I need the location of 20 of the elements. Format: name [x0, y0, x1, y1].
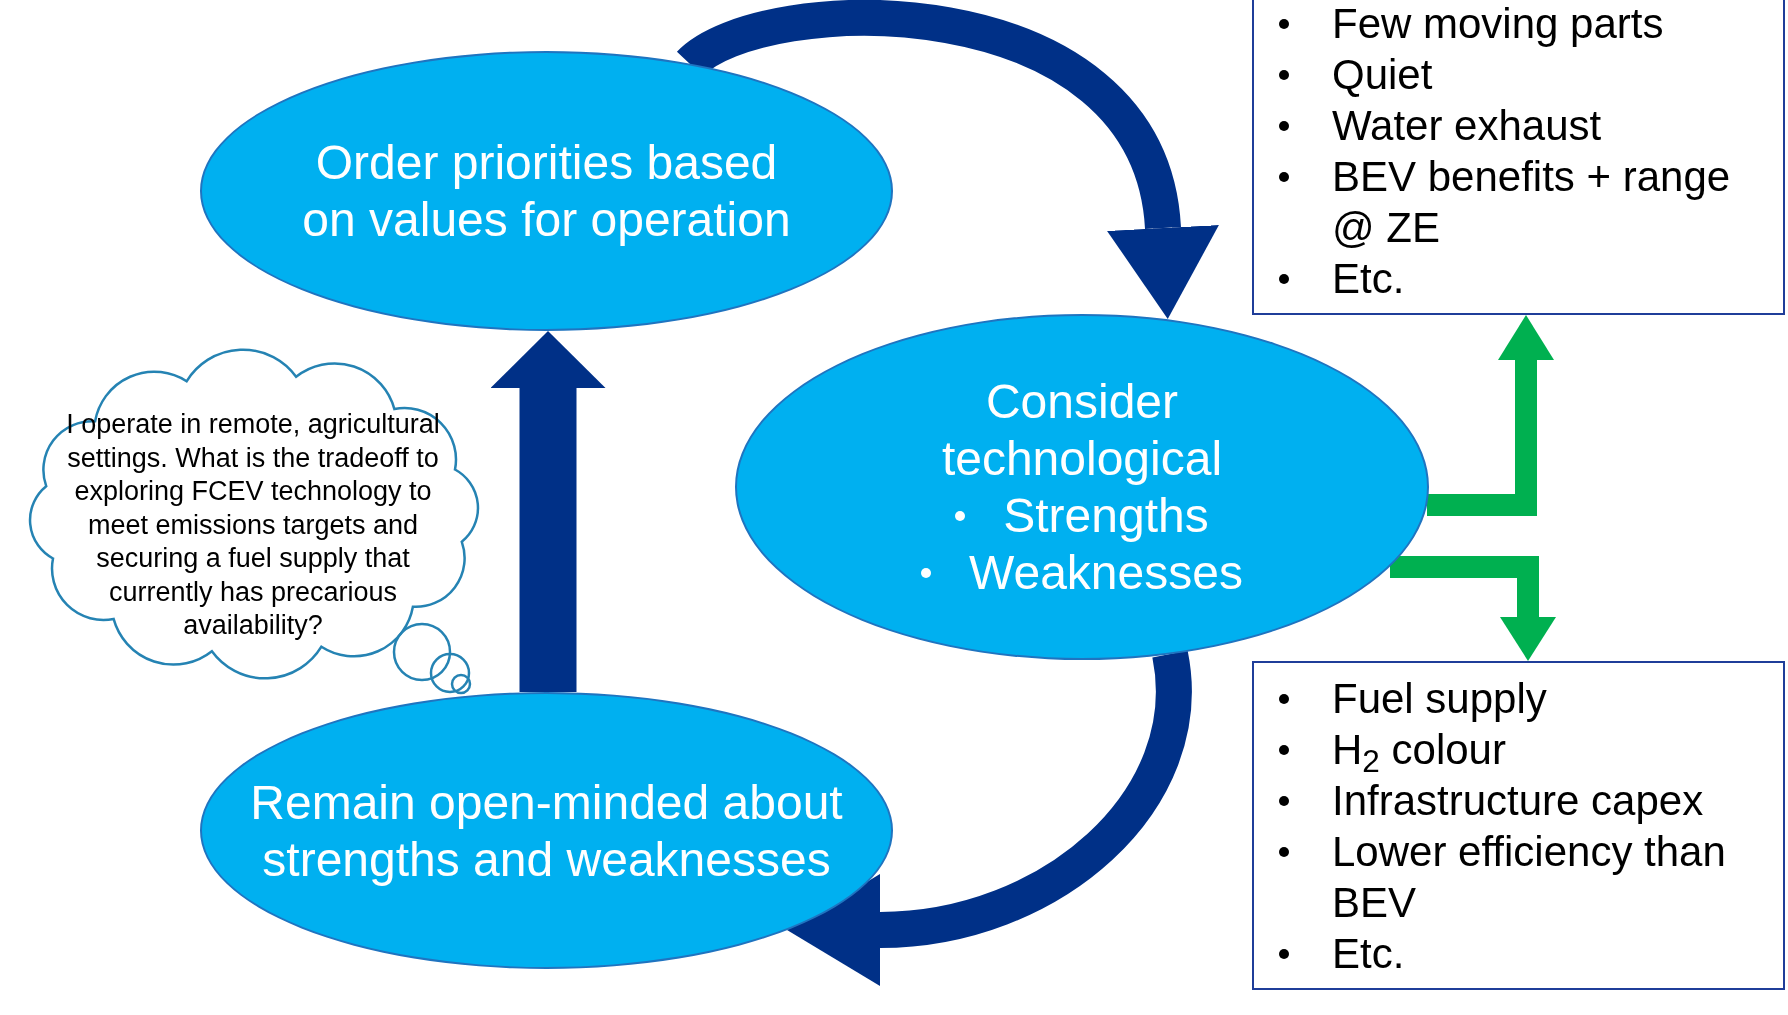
bullet-text: Infrastructure capex — [1332, 776, 1705, 826]
elbow-arrow — [1427, 315, 1554, 516]
bullet-text: Quiet — [1332, 50, 1434, 100]
bullet-text: H$_{2}$ colour — [1332, 725, 1507, 775]
bullet-text: Etc. — [1332, 254, 1406, 304]
block-arrow — [490, 331, 606, 692]
node-text: Order priorities based on values for operation — [301, 135, 792, 248]
bullet-text: Few moving parts — [1332, 0, 1665, 49]
bullet-text: Lower efficiency than BEV — [1332, 827, 1727, 928]
text-box — [1252, 0, 1785, 315]
node-text: Consider technological — [940, 374, 1224, 487]
node-text: Remain open-minded about strengths and weaknesses — [249, 774, 844, 888]
bullet-text: Weaknesses — [969, 545, 1243, 601]
bullet-text: Strengths — [1003, 488, 1209, 544]
text-box — [1252, 661, 1785, 990]
bullet-text: Fuel supply — [1332, 674, 1548, 724]
bullet-text: BEV benefits + range @ ZE — [1332, 152, 1732, 253]
thought-text: I operate in remote, agricultural settings. What is the tradeoff to exploring FCEV technology to meet emissions targets and securing a fuel supply that currently has precarious availability? — [65, 408, 441, 642]
bullet-text: Water exhaust — [1332, 101, 1603, 151]
bullet-text: Etc. — [1332, 929, 1406, 979]
